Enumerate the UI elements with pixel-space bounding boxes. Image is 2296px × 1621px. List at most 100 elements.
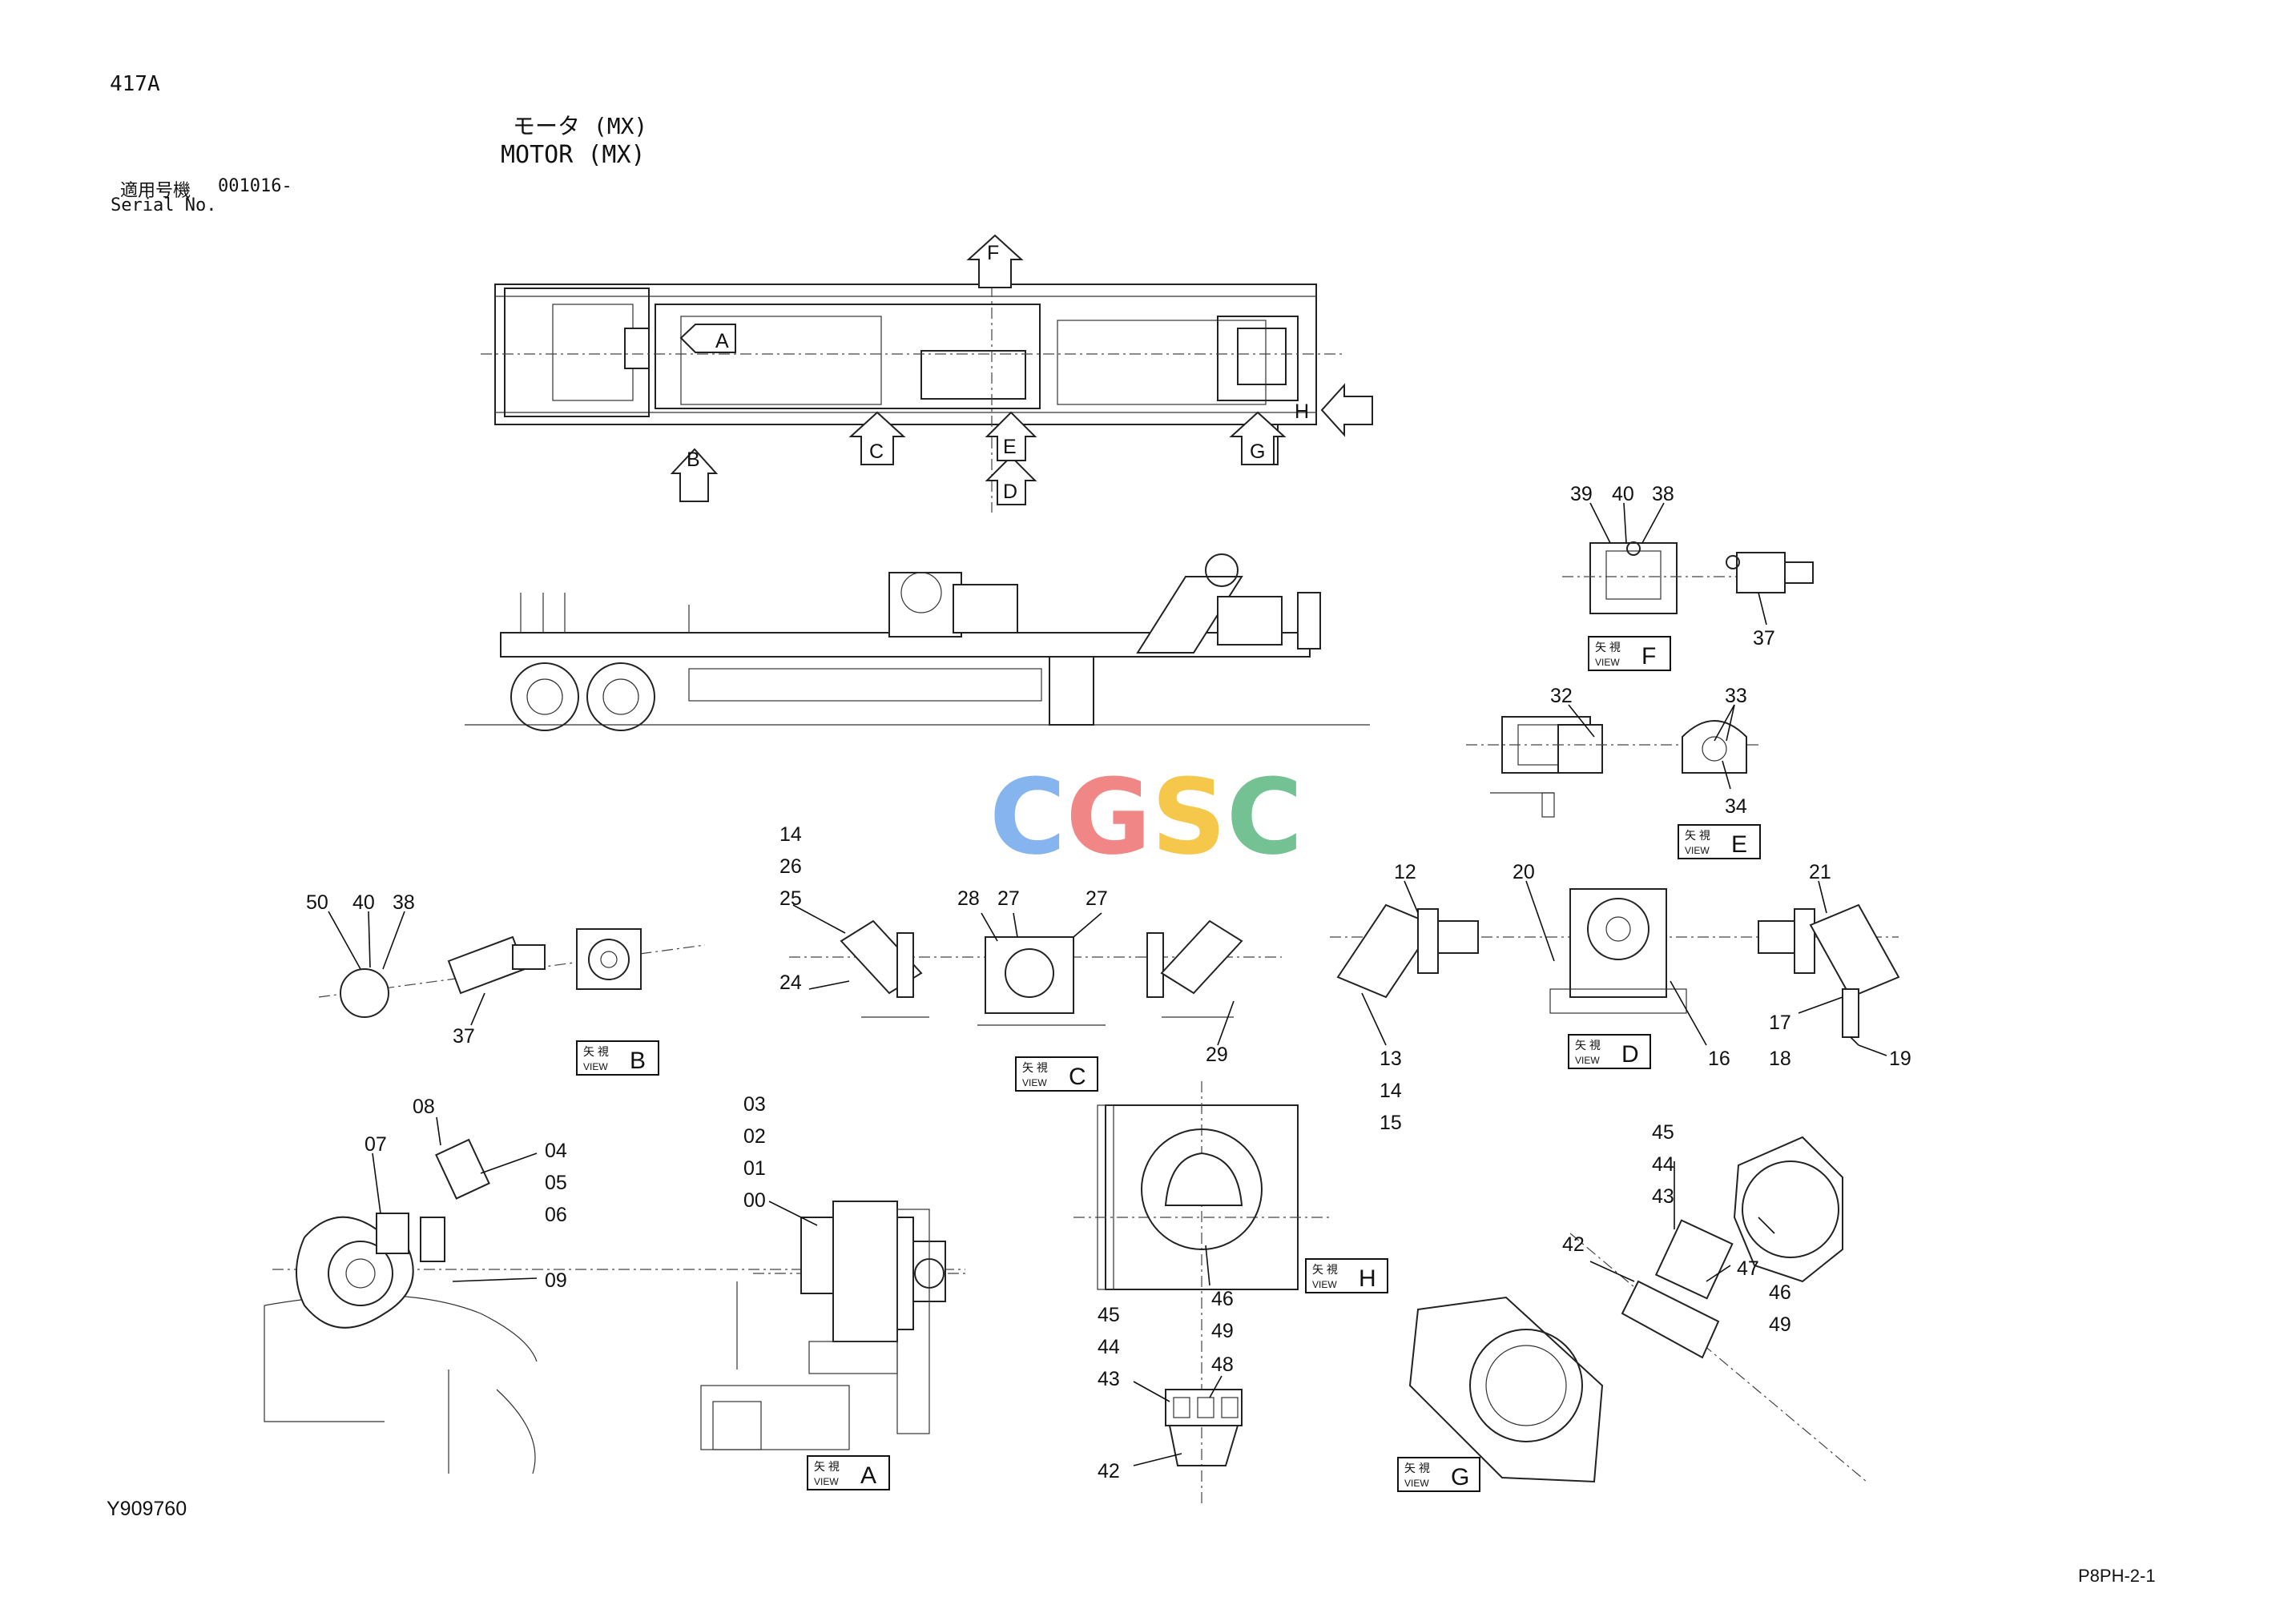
svg-text:VIEW: VIEW <box>583 1061 608 1072</box>
part-number-46: 46 <box>1211 1288 1234 1310</box>
part-number-12: 12 <box>1394 861 1416 883</box>
svg-text:VIEW: VIEW <box>1404 1478 1429 1489</box>
watermark-letter: S <box>1151 756 1227 878</box>
view-f-detail <box>1562 502 1814 625</box>
view-label-b: 矢 視 VIEW B <box>576 1040 659 1076</box>
part-number-17: 17 <box>1769 1012 1791 1034</box>
view-label-h: 矢 視 VIEW H <box>1305 1258 1388 1293</box>
part-number-29: 29 <box>1206 1044 1228 1066</box>
watermark-letter-1: CGSC <box>989 756 1303 878</box>
view-marker-h: H <box>1295 383 1373 437</box>
svg-text:矢 視: 矢 視 <box>814 1460 840 1473</box>
svg-text:VIEW: VIEW <box>1022 1077 1047 1088</box>
part-number-42: 42 <box>1098 1460 1120 1482</box>
svg-text:D: D <box>1003 481 1017 503</box>
part-number-09: 09 <box>545 1269 567 1292</box>
view-d-detail <box>1330 880 1900 1056</box>
part-number-45: 45 <box>1652 1121 1674 1144</box>
part-number-49: 49 <box>1211 1320 1234 1342</box>
svg-text:矢 視: 矢 視 <box>1404 1462 1430 1474</box>
part-number-43: 43 <box>1098 1368 1120 1390</box>
part-number-45: 45 <box>1098 1304 1120 1326</box>
drawing-code: 417A <box>110 72 160 96</box>
view-a-right-detail <box>700 1201 965 1450</box>
svg-text:B: B <box>630 1048 646 1074</box>
part-number-42: 42 <box>1562 1233 1585 1256</box>
part-number-47: 47 <box>1737 1257 1759 1280</box>
svg-text:H: H <box>1295 400 1309 423</box>
part-number-33: 33 <box>1725 685 1747 707</box>
svg-text:矢 視: 矢 視 <box>1312 1263 1338 1276</box>
part-number-00: 00 <box>743 1189 766 1212</box>
view-label-e: 矢 視 VIEW E <box>1678 824 1761 859</box>
view-marker-b: B <box>670 448 719 502</box>
svg-text:D: D <box>1621 1041 1639 1068</box>
part-number-27-b: 27 <box>1086 887 1108 910</box>
part-number-39: 39 <box>1570 483 1593 505</box>
watermark-letter: G <box>1065 756 1151 878</box>
view-label-g: 矢 視 VIEW G <box>1397 1457 1480 1492</box>
watermark-letter: C <box>1227 756 1303 878</box>
part-number-07: 07 <box>365 1133 387 1156</box>
part-number-14: 14 <box>1380 1080 1402 1102</box>
view-g-detail <box>1408 1136 1867 1483</box>
part-number-38: 38 <box>1652 483 1674 505</box>
svg-text:矢 視: 矢 視 <box>1685 829 1710 842</box>
view-marker-c: C <box>848 411 906 465</box>
part-number-25: 25 <box>779 887 802 910</box>
part-number-48: 48 <box>1211 1354 1234 1376</box>
title-japanese: モータ (MX) <box>513 113 648 139</box>
part-number-44: 44 <box>1652 1153 1674 1176</box>
document-id: Y909760 <box>107 1498 187 1520</box>
view-c-detail <box>789 904 1282 1046</box>
view-b-detail <box>318 911 706 1026</box>
view-marker-d: D <box>985 455 1037 505</box>
svg-text:C: C <box>869 440 884 463</box>
svg-text:G: G <box>1250 440 1265 463</box>
watermark-letter: C <box>989 756 1065 878</box>
part-number-27: 27 <box>997 887 1020 910</box>
part-number-50: 50 <box>306 891 328 914</box>
svg-text:VIEW: VIEW <box>1595 657 1620 668</box>
svg-text:矢 視: 矢 視 <box>1022 1061 1048 1074</box>
svg-text:VIEW: VIEW <box>1312 1279 1337 1290</box>
part-number-28: 28 <box>957 887 980 910</box>
view-label-c: 矢 視 VIEW C <box>1015 1056 1098 1092</box>
svg-text:VIEW: VIEW <box>1685 845 1710 856</box>
svg-text:A: A <box>860 1462 876 1489</box>
side-elevation-view <box>465 553 1370 731</box>
part-number-03: 03 <box>743 1093 766 1116</box>
part-number-46: 46 <box>1769 1281 1791 1304</box>
part-number-49: 49 <box>1769 1313 1791 1336</box>
part-number-43: 43 <box>1652 1185 1674 1208</box>
part-number-02: 02 <box>743 1125 766 1148</box>
svg-text:矢 視: 矢 視 <box>1575 1039 1601 1052</box>
serial-value: 001016- <box>218 176 292 196</box>
part-number-26: 26 <box>779 855 802 878</box>
view-marker-e: E <box>985 411 1037 461</box>
view-marker-g: G <box>1229 411 1287 465</box>
view-label-d: 矢 視 VIEW D <box>1568 1034 1651 1069</box>
part-number-04: 04 <box>545 1140 567 1162</box>
svg-text:E: E <box>1731 831 1747 858</box>
serial-label-english: Serial No. <box>111 195 217 215</box>
svg-text:F: F <box>987 242 999 264</box>
top-plan-view <box>481 264 1346 513</box>
view-label-a: 矢 視 VIEW A <box>807 1455 890 1490</box>
part-number-19: 19 <box>1889 1048 1911 1070</box>
view-a-left-detail <box>264 1116 965 1474</box>
svg-text:E: E <box>1003 436 1017 458</box>
view-h-detail <box>1073 1081 1330 1506</box>
part-number-13: 13 <box>1380 1048 1402 1070</box>
part-number-37: 37 <box>1753 627 1775 650</box>
view-marker-a: A <box>679 324 736 353</box>
svg-text:A: A <box>715 330 729 352</box>
part-number-32: 32 <box>1550 685 1573 707</box>
part-number-05: 05 <box>545 1172 567 1194</box>
part-number-24: 24 <box>779 971 802 994</box>
part-number-08: 08 <box>413 1096 435 1118</box>
svg-text:VIEW: VIEW <box>814 1476 839 1487</box>
part-number-15: 15 <box>1380 1112 1402 1134</box>
part-number-18: 18 <box>1769 1048 1791 1070</box>
